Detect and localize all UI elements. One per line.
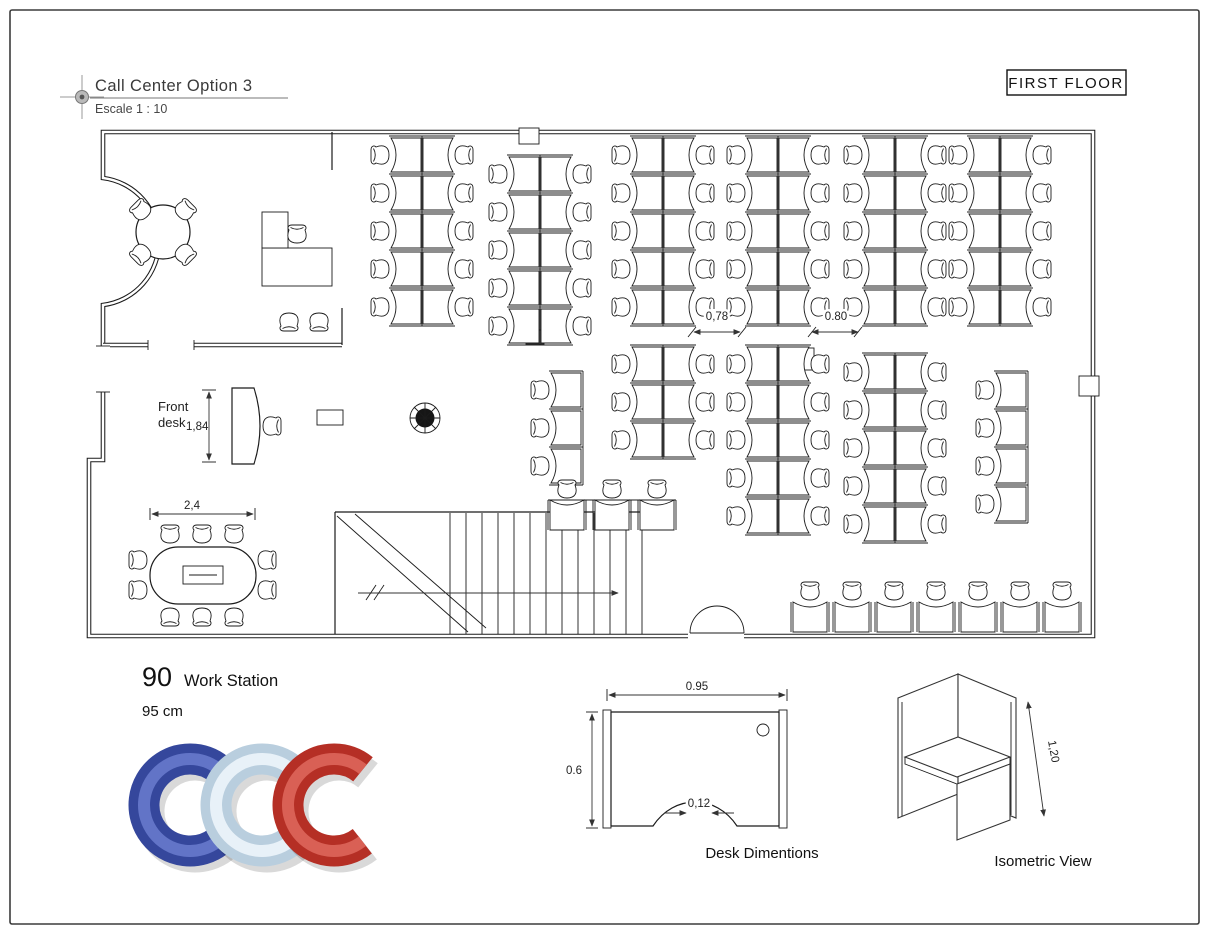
drawing-title: Call Center Option 3 [95, 77, 253, 95]
isometric-height-dim: 1,20 [1045, 739, 1061, 763]
plant-icon [409, 402, 441, 434]
pillar [1078, 375, 1100, 397]
floor-label: FIRST FLOOR [1006, 69, 1127, 96]
grommet-icon [756, 723, 770, 737]
station-count-label: Work Station [184, 672, 278, 690]
desk-dimensions-label: Desk Dimentions [705, 845, 818, 862]
title-block: Call Center Option 3 Escale 1 : 10 [60, 75, 288, 119]
desk-dimensions-drawing: 0.95 0.6 0,12 Desk Dimentions [564, 679, 819, 863]
conference-dim: 2,4 [184, 500, 201, 512]
workstation-row-center [548, 480, 676, 530]
front-desk: Front desk 1,84 [158, 387, 282, 465]
aisle-dim-2: 0.80 [825, 311, 847, 323]
reception-desk [261, 247, 333, 287]
workstation-row-bottom [791, 582, 1081, 632]
round-table [135, 204, 191, 260]
aisle-dim-1: 0,78 [706, 311, 728, 323]
ccc-logo [128, 743, 401, 873]
isometric-label: Isometric View [994, 853, 1091, 870]
floor-plan: Front desk 1,84 0,78 0. [86, 127, 1100, 641]
front-desk-label-1: Front [158, 399, 189, 414]
station-count: 90 [142, 662, 172, 692]
drawing-scale: Escale 1 : 10 [95, 102, 167, 116]
front-desk-label-2: desk [158, 415, 186, 430]
door-swing-icon [689, 605, 745, 634]
pillar [518, 127, 540, 145]
reception-area [127, 196, 333, 332]
desk-depth-dim: 0.6 [566, 765, 582, 777]
desk-notch-dim: 0,12 [688, 798, 710, 810]
desk-width-dim: 0.95 [686, 681, 708, 693]
conference-area: 2,4 [128, 500, 277, 627]
legend: 90 Work Station 95 cm [142, 662, 278, 720]
aisle-dimensions: 0,78 0.80 [687, 309, 863, 338]
front-desk-dim: 1,84 [186, 421, 209, 433]
floor-mat [316, 409, 344, 426]
isometric-drawing: 1,20 Isometric View [897, 673, 1092, 870]
desk-outline [610, 711, 780, 827]
floor-label-text: FIRST FLOOR [1008, 75, 1123, 92]
station-size: 95 cm [142, 703, 183, 720]
sheet-border [9, 9, 1200, 925]
